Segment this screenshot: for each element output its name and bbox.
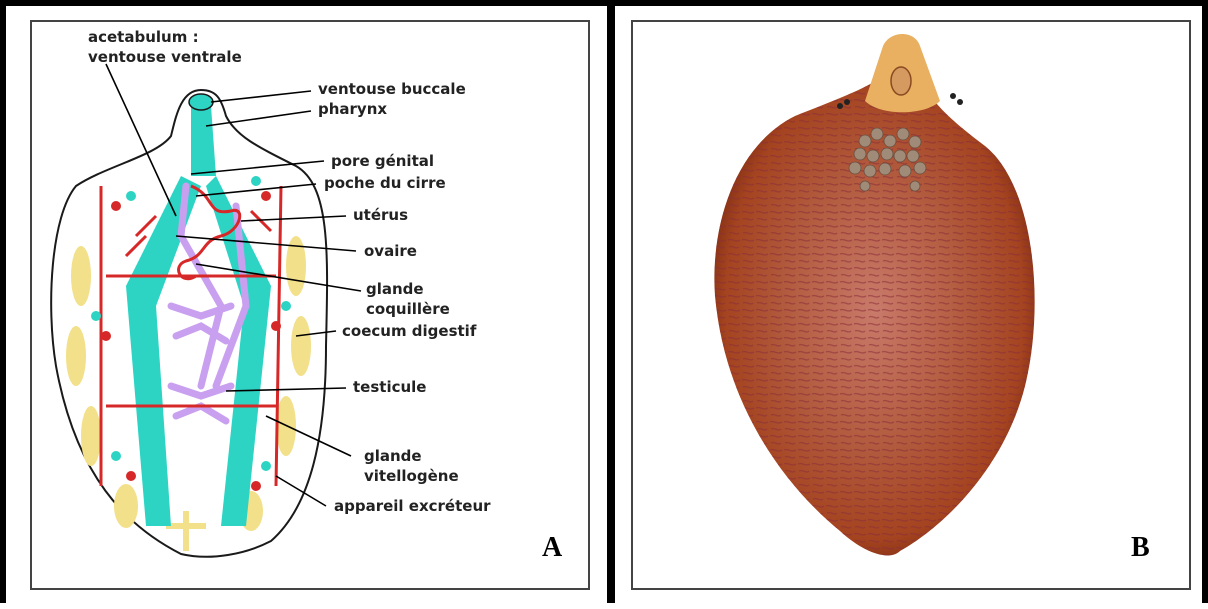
- label-ovaire: ovaire: [364, 242, 417, 260]
- oral-sucker: [891, 67, 911, 95]
- fluke-photo: [615, 6, 1208, 609]
- label-pharynx: pharynx: [318, 100, 387, 118]
- label-appareil-excreteur: appareil excréteur: [334, 497, 491, 515]
- label-glande-vitellogene-1: glande: [364, 447, 422, 465]
- digestive-system: [126, 94, 271, 526]
- panel-b-letter: B: [1131, 532, 1150, 564]
- panel-a: acetabulum : ventouse ventrale ventouse …: [0, 0, 612, 603]
- label-glande-coquillere-2: coquillère: [366, 300, 450, 318]
- panel-a-letter: A: [542, 532, 562, 564]
- label-acetabulum-1: acetabulum :: [88, 28, 199, 46]
- label-poche-du-cirre: poche du cirre: [324, 174, 446, 192]
- label-testicule: testicule: [353, 378, 426, 396]
- body-outline: [51, 90, 327, 557]
- label-glande-vitellogene-2: vitellogène: [364, 467, 459, 485]
- label-acetabulum-2: ventouse ventrale: [88, 48, 242, 66]
- label-glande-coquillere-1: glande: [366, 280, 424, 298]
- label-uterus: utérus: [353, 206, 408, 224]
- reproductive-system: [171, 186, 246, 421]
- fluke-diagram: acetabulum : ventouse ventrale ventouse …: [6, 6, 618, 609]
- label-pore-genital: pore génital: [331, 152, 434, 170]
- panel-b: B: [612, 0, 1208, 603]
- label-ventouse-buccale: ventouse buccale: [318, 80, 466, 98]
- label-coecum-digestif: coecum digestif: [342, 322, 477, 340]
